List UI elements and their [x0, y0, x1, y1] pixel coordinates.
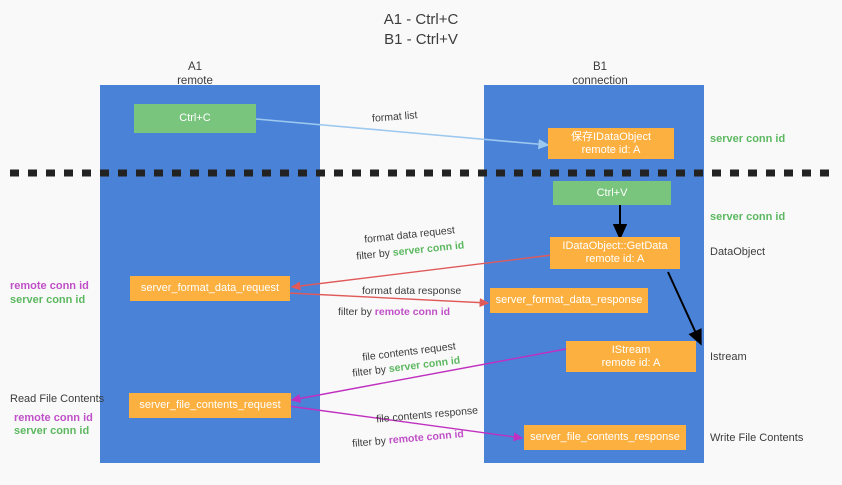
- filter-value-remote-conn-id: remote conn id: [388, 428, 465, 447]
- left-label-remote-conn-id-lower: remote conn id: [14, 412, 93, 424]
- filter-prefix-text: filter by: [355, 246, 394, 263]
- node-server-file-contents-request[interactable]: server_file_contents_request: [129, 393, 291, 418]
- column-header-a1: A1 remote: [177, 61, 213, 87]
- edge-label-file-contents-response: file contents response: [375, 404, 479, 426]
- filter-value-remote-conn-id: remote conn id: [374, 306, 451, 318]
- right-label-istream: Istream: [710, 351, 747, 363]
- right-label-write-file-contents: Write File Contents: [710, 432, 804, 444]
- left-label-remote-conn-id-upper: remote conn id: [10, 280, 89, 292]
- edge-label-format-data-response: format data response: [362, 285, 462, 297]
- node-server-format-data-request[interactable]: server_format_data_request: [130, 276, 290, 301]
- left-label-read-file-contents: Read File Contents: [10, 393, 105, 405]
- filter-prefix-text: filter by: [338, 306, 375, 318]
- node-idataobject[interactable]: 保存IDataObject remote id: A: [548, 128, 674, 159]
- edge-label-format-data-response-filter: filter by remote conn id: [338, 305, 450, 319]
- edge-label-file-contents-response-filter: filter by remote conn id: [352, 427, 465, 451]
- right-label-server-conn-id-second: server conn id: [710, 211, 786, 223]
- right-label-server-conn-id-top: server conn id: [710, 133, 786, 145]
- node-istream[interactable]: IStream remote id: A: [566, 341, 696, 372]
- node-ctrl-c[interactable]: Ctrl+C: [134, 104, 256, 133]
- node-server-format-data-response[interactable]: server_format_data_response: [490, 288, 648, 313]
- page-title: A1 - Ctrl+C B1 - Ctrl+V: [383, 11, 459, 48]
- left-label-server-conn-id-upper: server conn id: [10, 294, 86, 306]
- left-label-server-conn-id-lower: server conn id: [14, 425, 90, 437]
- filter-prefix-text: filter by: [351, 434, 390, 450]
- node-idataobject-getdata[interactable]: IDataObject::GetData remote id: A: [550, 237, 680, 269]
- edge-label-format-list: format list: [371, 109, 418, 125]
- right-label-dataobject: DataObject: [710, 246, 766, 258]
- node-ctrl-v[interactable]: Ctrl+V: [553, 181, 671, 205]
- node-server-file-contents-response[interactable]: server_file_contents_response: [524, 425, 686, 450]
- column-header-b1: B1 connection: [572, 61, 628, 87]
- filter-prefix-text: filter by: [351, 363, 390, 380]
